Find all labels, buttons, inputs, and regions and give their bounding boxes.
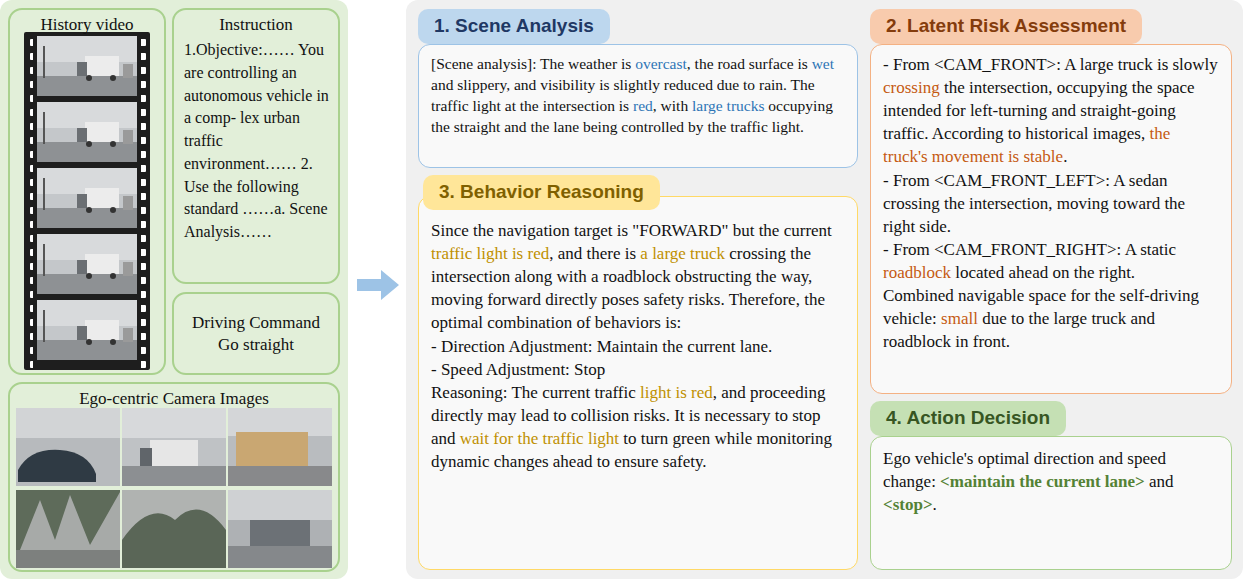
input-box: History video (8, 8, 166, 375)
box-body: 1.Objective:…… You are controlling an au… (174, 35, 338, 243)
box-title: Ego-centric Camera Images (10, 384, 338, 409)
section-box: 1. Scene Analysis[Scene analysis]: The w… (418, 44, 858, 168)
body-text: - From <CAM_FRONT>: A large truck is slo… (883, 53, 1219, 169)
box-title: History video (10, 10, 164, 35)
box-title: Instruction (174, 10, 338, 35)
input-box: Driving CommandGo straight (172, 292, 340, 375)
section-body: - From <CAM_FRONT>: A large truck is slo… (883, 53, 1219, 353)
box-body: Go straight (174, 334, 338, 355)
input-box: Ego-centric Camera Images (8, 382, 340, 572)
section-heading: 1. Scene Analysis (434, 15, 594, 38)
body-text: Combined navigable space for the self-dr… (883, 284, 1219, 353)
section-tab: 2. Latent Risk Assessment (870, 9, 1142, 44)
section-heading: 2. Latent Risk Assessment (886, 15, 1126, 38)
body-text: - From <CAM_FRONT_LEFT>: A sedan crossin… (883, 169, 1219, 238)
section-box: 2. Latent Risk Assessment- From <CAM_FRO… (870, 44, 1232, 394)
body-text: Since the navigation target is "FORWARD"… (431, 219, 845, 335)
section-box: 3. Behavior ReasoningSince the navigatio… (418, 196, 858, 570)
flow-arrow (357, 270, 399, 300)
body-text: Ego vehicle's optimal direction and spee… (883, 447, 1219, 516)
input-box: Instruction1.Objective:…… You are contro… (172, 8, 340, 284)
section-box: 4. Action DecisionEgo vehicle's optimal … (870, 436, 1232, 570)
body-text: - From <CAM_FRONT_RIGHT>: A static roadb… (883, 238, 1219, 284)
section-body: Ego vehicle's optimal direction and spee… (883, 447, 1219, 516)
section-tab: 3. Behavior Reasoning (423, 175, 660, 210)
section-heading: 4. Action Decision (886, 407, 1050, 430)
section-body: Since the navigation target is "FORWARD"… (431, 219, 845, 473)
section-heading: 3. Behavior Reasoning (439, 181, 644, 204)
camera-images (16, 408, 332, 568)
body-text: - Speed Adjustment: Stop (431, 358, 845, 381)
film-strip (24, 32, 150, 370)
body-text: - Direction Adjustment: Maintain the cur… (431, 335, 845, 358)
section-tab: 4. Action Decision (870, 401, 1066, 436)
box-title: Driving Command (174, 312, 338, 333)
section-body: [Scene analysis]: The weather is overcas… (431, 53, 845, 137)
body-text: [Scene analysis]: The weather is overcas… (431, 53, 845, 137)
section-tab: 1. Scene Analysis (418, 9, 610, 44)
body-text: Reasoning: The current traffic light is … (431, 381, 845, 473)
